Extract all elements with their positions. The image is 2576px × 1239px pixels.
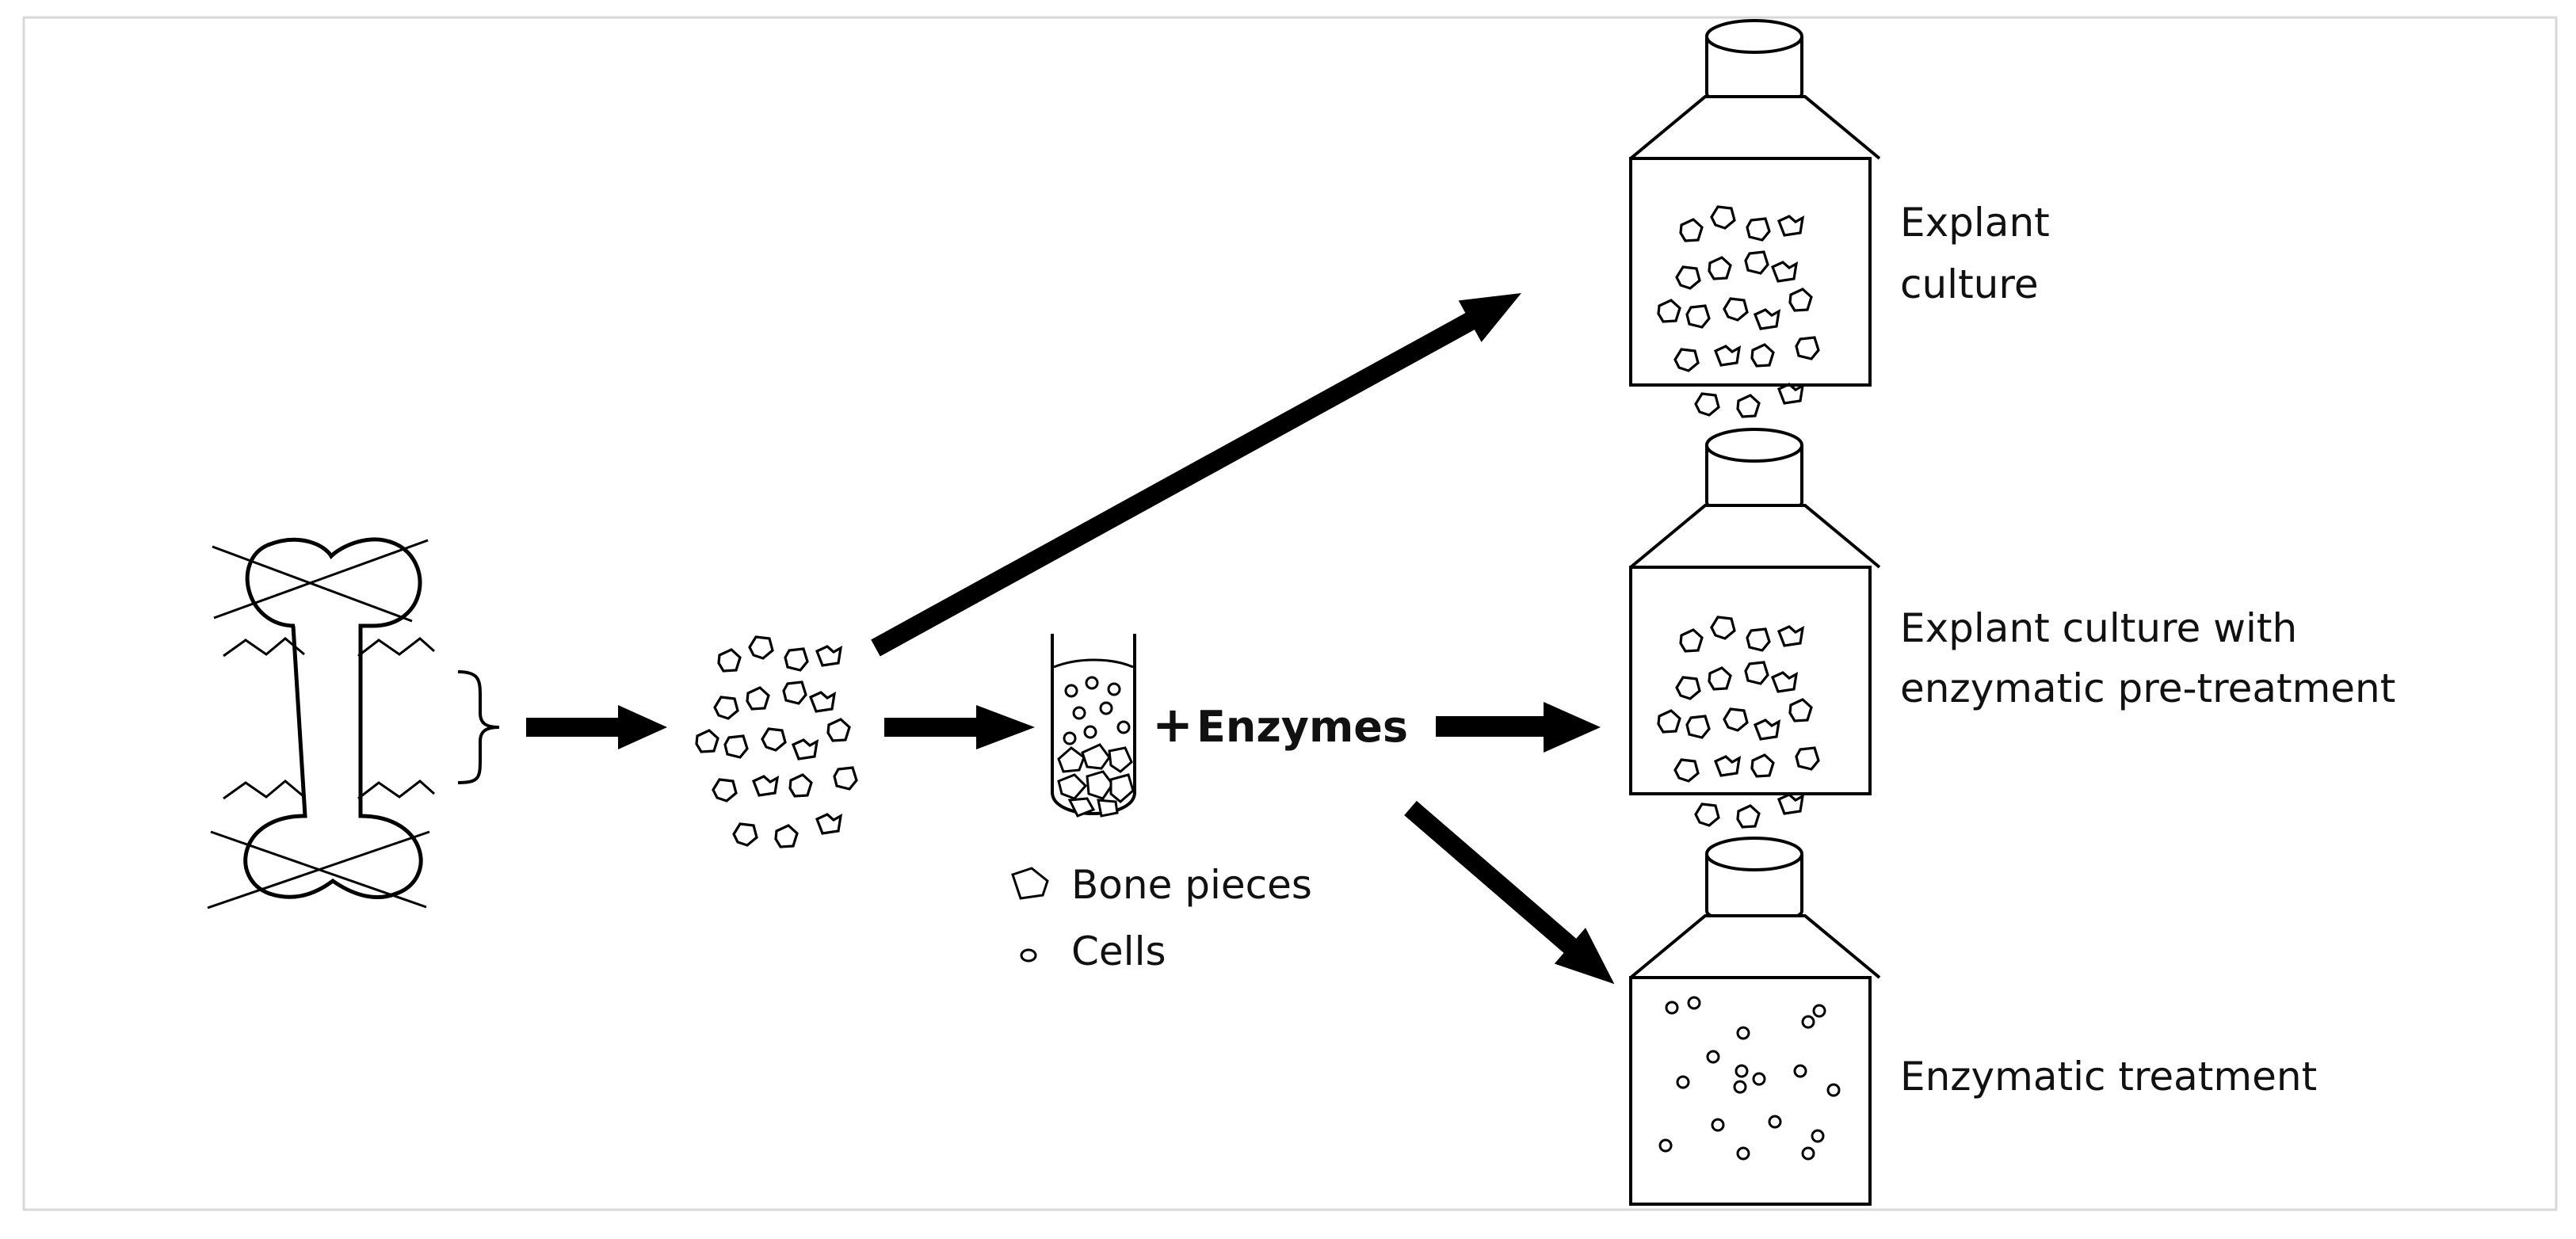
bone-piece-legend-icon: [1011, 867, 1049, 900]
explant-culture-label-line1: Explant: [1900, 200, 2050, 246]
legend: Bone pieces Cells: [1011, 862, 1312, 974]
bone-outline: [243, 537, 423, 899]
explant-culture-label-line2: culture: [1900, 261, 2039, 307]
arrow-enzymes-to-pretreatment: [1436, 702, 1601, 753]
plus-sign: +: [1152, 696, 1193, 753]
cells-in-flask: [1658, 996, 1841, 1161]
test-tube: [1051, 634, 1136, 818]
explant-pretreatment-label-line1: Explant culture with: [1900, 605, 2297, 651]
diaphysis-bracket: [457, 670, 500, 784]
figure-frame: [22, 16, 2558, 1211]
bone-upper-head: [243, 537, 423, 899]
arrow-bone-to-fragments: [526, 705, 667, 749]
flask-explant-pretreatment: [1629, 428, 1881, 827]
arrow-fragments-to-tube: [884, 705, 1035, 749]
flask-enzymatic: [1629, 837, 1881, 1206]
arrows: [526, 292, 1615, 985]
cut-lines: [207, 539, 435, 909]
cell-legend-icon: [1020, 948, 1037, 963]
bone-pieces-label: Bone pieces: [1071, 862, 1312, 908]
arrow-enzymes-to-enzymatic: [1404, 800, 1615, 985]
enzymes-label: Enzymes: [1196, 702, 1408, 752]
cells-label: Cells: [1071, 928, 1166, 974]
flask-explant: [1629, 19, 1881, 417]
arrow-fragments-to-explant: [871, 292, 1521, 657]
explant-pretreatment-label-line2: enzymatic pre-treatment: [1900, 665, 2395, 711]
enzymatic-treatment-label: Enzymatic treatment: [1900, 1054, 2317, 1100]
